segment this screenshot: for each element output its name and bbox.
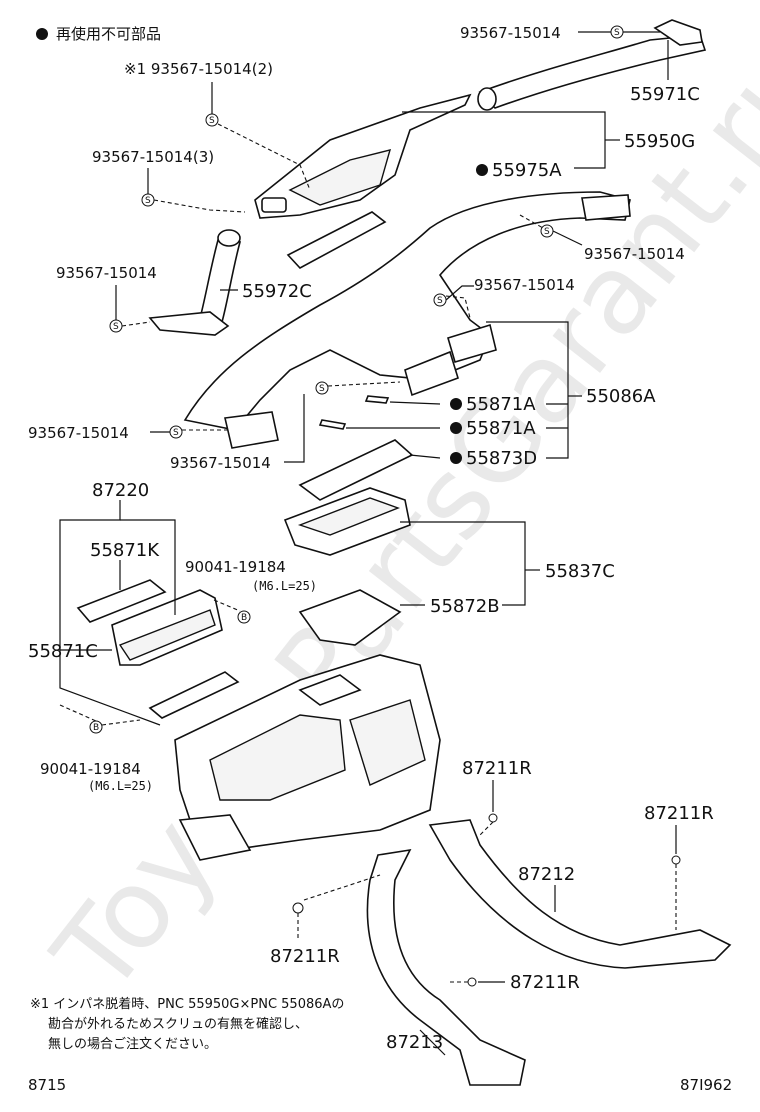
label-55086a: 55086A xyxy=(586,386,656,407)
label-93567-15014-left2: 93567-15014 xyxy=(28,424,129,442)
label-55871a-2: 55871A xyxy=(466,418,536,439)
svg-text:S: S xyxy=(113,322,119,332)
footnote-line-1: ※1 インパネ脱着時、PNC 55950G×PNC 55086Aの xyxy=(30,996,344,1012)
non-reusable-marker-icon xyxy=(36,28,48,40)
duct-55972c-drawing xyxy=(148,229,242,336)
duct-87212-drawing xyxy=(428,819,732,969)
label-93567-15014-left1: 93567-15014 xyxy=(56,264,157,282)
label-93567-15014-r1: 93567-15014 xyxy=(584,245,685,263)
screw-symbol-left2-icon: S xyxy=(169,425,183,439)
svg-text:S: S xyxy=(614,28,620,38)
label-93567-15014-bottom: 93567-15014 xyxy=(170,454,271,472)
screw-symbol-mid-icon: S xyxy=(315,381,329,395)
label-87211r-4: 87211R xyxy=(510,972,580,993)
duct-55871c-drawing xyxy=(111,589,223,666)
duct-55086a-drawing xyxy=(183,191,631,449)
leader-lines xyxy=(59,31,677,1056)
vent-55871a-lower-drawing xyxy=(318,419,347,430)
label-55837c: 55837C xyxy=(545,561,615,582)
bolt-symbol-bottom-icon: B xyxy=(89,720,103,734)
label-55972c: 55972C xyxy=(242,281,312,302)
label-55975a: 55975A xyxy=(492,160,562,181)
screw-symbol-3-icon: S xyxy=(141,193,155,207)
screw-symbol-left1-icon: S xyxy=(109,319,123,333)
label-55873d: 55873D xyxy=(466,448,537,469)
label-93567-15014-x1: ※1 93567-15014(2) xyxy=(124,60,273,78)
bolt-symbol-top-icon: B xyxy=(237,610,251,624)
label-87213: 87213 xyxy=(386,1032,443,1053)
legend-text: 再使用不可部品 xyxy=(56,25,161,43)
non-reusable-55975a-icon xyxy=(476,164,488,176)
duct-55971c-drawing xyxy=(477,19,707,111)
vent-55871a-upper-drawing xyxy=(364,395,390,404)
register-55950g-drawing xyxy=(254,93,472,219)
dashed-alignment-lines xyxy=(59,123,677,983)
footnote-line-2: 勘合が外れるためスクリュの有無を確認し、 xyxy=(48,1016,308,1032)
label-55971c: 55971C xyxy=(630,84,700,105)
svg-text:S: S xyxy=(173,428,179,438)
non-reusable-55871a-1-icon xyxy=(450,398,462,410)
label-55872b: 55872B xyxy=(430,596,500,617)
label-55950g: 55950G xyxy=(624,131,695,152)
label-87211r-1: 87211R xyxy=(462,758,532,779)
svg-text:S: S xyxy=(544,227,550,237)
label-90041-19184-bottom: 90041-19184 xyxy=(40,760,141,778)
footer-code-right: 87I962 xyxy=(680,1076,732,1094)
duct-87213-drawing xyxy=(366,848,526,1086)
non-reusable-55871a-2-icon xyxy=(450,422,462,434)
screw-symbol-top-icon: S xyxy=(610,25,624,39)
label-90041-19184-top: 90041-19184 xyxy=(185,558,286,576)
label-93567-15014-top: 93567-15014 xyxy=(460,24,561,42)
non-reusable-55873d-icon xyxy=(450,452,462,464)
svg-text:B: B xyxy=(93,723,99,733)
label-87220: 87220 xyxy=(92,480,149,501)
screw-symbol-r1-icon: S xyxy=(540,224,554,238)
gasket-55872b-drawing xyxy=(298,589,402,646)
label-55871c: 55871C xyxy=(28,641,98,662)
gasket-55975a-drawing xyxy=(286,211,387,269)
label-87212: 87212 xyxy=(518,864,575,885)
clip-87211r-2-icon xyxy=(671,855,681,865)
footnote-line-3: 無しの場合ご注文ください。 xyxy=(48,1036,217,1052)
label-93567-15014-3: 93567-15014(3) xyxy=(92,148,214,166)
label-93567-15014-r2: 93567-15014 xyxy=(474,276,575,294)
gasket-55871k-drawing xyxy=(76,579,167,623)
clip-87211r-3-icon xyxy=(292,902,304,914)
svg-text:B: B xyxy=(241,613,247,623)
svg-text:S: S xyxy=(145,196,151,206)
label-90041-bottom-spec: (M6.L=25) xyxy=(88,779,153,793)
label-90041-top-spec: (M6.L=25) xyxy=(252,579,317,593)
hvac-unit-drawing xyxy=(174,654,441,861)
clip-87211r-1-icon xyxy=(488,813,498,823)
screw-symbol-x1-icon: S xyxy=(205,113,219,127)
footer-code-left: 8715 xyxy=(28,1076,66,1094)
duct-55837c-drawing xyxy=(283,487,411,556)
clip-87211r-4-icon xyxy=(467,977,477,987)
label-55871k: 55871K xyxy=(90,540,160,561)
svg-text:S: S xyxy=(437,296,443,306)
screw-symbol-r2-icon: S xyxy=(433,293,447,307)
svg-text:S: S xyxy=(209,116,215,126)
label-87211r-3: 87211R xyxy=(270,946,340,967)
svg-text:S: S xyxy=(319,384,325,394)
label-55871a-1: 55871A xyxy=(466,394,536,415)
gasket-lower-drawing xyxy=(148,671,240,719)
label-87211r-2: 87211R xyxy=(644,803,714,824)
